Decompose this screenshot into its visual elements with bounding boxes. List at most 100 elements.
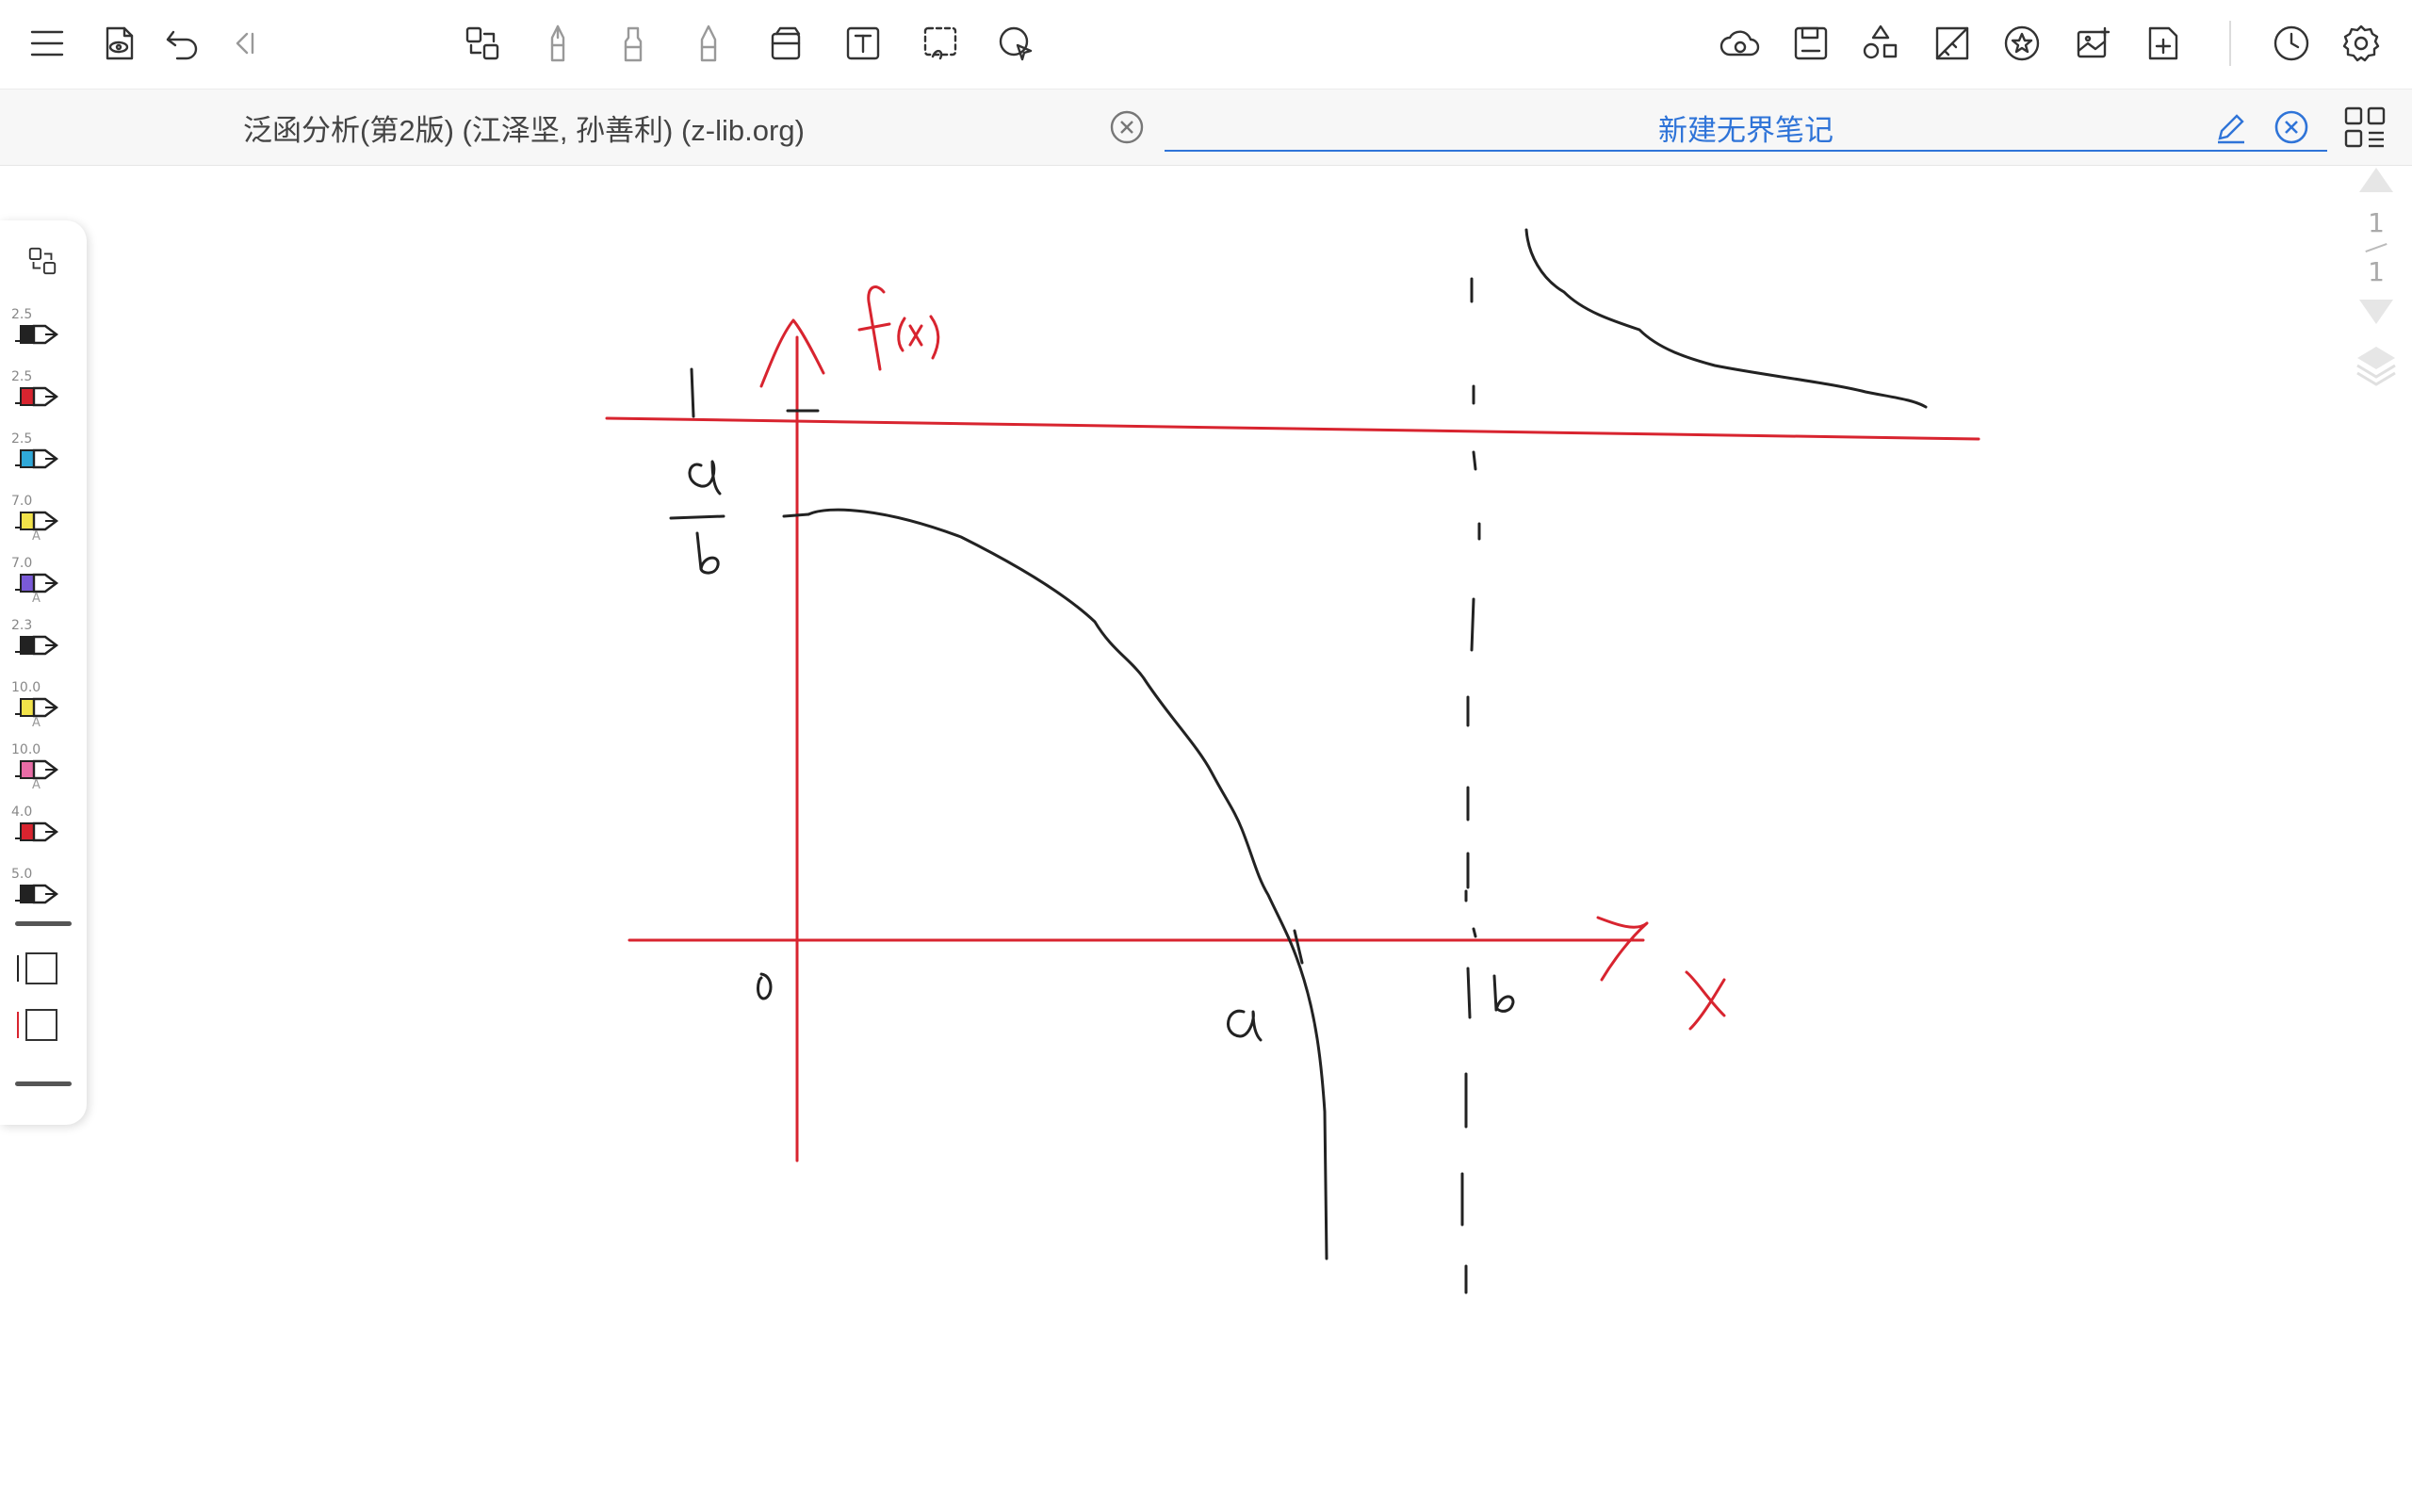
rectangle-tool-red[interactable] [15,1006,62,1044]
pen-icon [15,573,58,593]
pen-size-label: 2.3 [11,618,33,633]
collapse-left-icon[interactable] [222,21,268,66]
ruler-icon[interactable] [1930,21,1975,66]
fountain-pen-icon[interactable] [535,21,580,66]
preview-icon[interactable] [96,21,141,66]
tab-pdf-document[interactable]: 泛函分析(第2版) (江泽坚, 孙善利) (z-lib.org) [0,89,1159,165]
menu-icon[interactable] [24,21,70,66]
origin-zero [757,972,773,1000]
select-icon[interactable] [460,21,505,66]
divider [15,1081,72,1086]
pen-tag: A [32,778,41,792]
y-axis-arrow [759,318,825,388]
pen-icon [15,821,58,842]
paren-open [897,317,906,352]
highlighter-icon[interactable] [611,21,656,66]
tab-new-note[interactable]: 新建无界笔记 [1165,89,2327,165]
pen-preset[interactable]: 2.3 [9,618,77,671]
pen-preset[interactable]: 4.0 [9,805,77,857]
digit-one [690,367,695,418]
pen-size-label: 7.0 [11,556,33,571]
rectangle-tool-black[interactable] [15,950,62,987]
asymptote-dashes [1460,277,1481,1294]
add-page-icon[interactable] [2141,21,2186,66]
handwriting-layer [605,228,1980,1294]
paren-close [929,315,940,360]
cloud-sync-icon[interactable] [1717,21,1762,66]
insert-image-icon[interactable] [2071,21,2116,66]
frac-bar [669,514,725,520]
pen-size-label: 7.0 [11,494,33,509]
current-page: 1 [2368,207,2385,238]
pen-icon [15,635,58,656]
pen-tag: A [32,716,41,730]
pen-icon [15,324,58,345]
close-tab-icon[interactable] [2273,108,2310,146]
top-toolbar [0,0,2412,89]
pen-preset[interactable]: 2.5 [9,369,77,422]
pen-size-label: 2.5 [11,307,33,322]
tab-bar: 泛函分析(第2版) (江泽坚, 孙善利) (z-lib.org) 新建无界笔记 [0,89,2412,166]
pen-icon [15,759,58,780]
toolbar-divider [2229,21,2231,66]
pen-icon [15,386,58,407]
pen-icon [15,448,58,469]
pencil-icon[interactable] [686,21,731,66]
favorite-icon[interactable] [1999,21,2045,66]
frac-a [688,460,722,496]
note-canvas[interactable] [87,164,2348,1507]
select-icon[interactable] [26,245,60,279]
y-tick-ab [782,512,810,518]
x-small [908,324,923,347]
pen-size-label: 5.0 [11,867,33,882]
x-axis-arrow [1596,916,1649,982]
x-axis-letter [1685,970,1726,1031]
page-down-icon[interactable] [2357,298,2395,331]
shapes-icon[interactable] [1858,21,1903,66]
lasso-icon[interactable] [918,21,963,66]
b-label [1492,974,1515,1013]
eraser-icon[interactable] [763,21,808,66]
pen-preset[interactable]: 2.5 [9,307,77,360]
tab-title: 新建无界笔记 [1658,113,1833,147]
pen-size-label: 2.5 [11,431,33,447]
pen-icon [15,884,58,904]
settings-icon[interactable] [2339,21,2384,66]
pen-tag: A [32,592,41,606]
text-box-icon[interactable] [840,21,886,66]
history-icon[interactable] [2269,21,2314,66]
pen-icon [15,511,58,531]
pointer-icon[interactable] [993,21,1038,66]
pen-size-label: 2.5 [11,369,33,384]
total-pages: 1 [2368,256,2385,287]
undo-icon[interactable] [160,21,205,66]
curve-right-branch [1524,228,1928,409]
close-tab-icon[interactable] [1108,108,1146,146]
pen-preset[interactable]: 2.5 [9,431,77,484]
pen-tag: A [32,529,41,544]
pen-size-label: 10.0 [11,742,41,757]
horizontal-line-y1 [605,416,1980,441]
pen-icon [15,697,58,718]
pen-size-label: 10.0 [11,680,41,695]
active-tab-indicator [1165,150,2327,152]
pen-size-label: 4.0 [11,805,33,820]
save-icon[interactable] [1788,21,1833,66]
x-tick-a [1293,929,1304,965]
rename-tab-icon[interactable] [2212,108,2250,146]
page-up-icon[interactable] [2357,166,2395,199]
tab-overview-icon[interactable] [2342,105,2388,150]
layers-icon[interactable] [2355,341,2397,393]
pen-preset[interactable]: 5.0 [9,867,77,919]
curve-left-branch [807,508,1328,1260]
f-letter [857,285,891,371]
divider [15,921,72,926]
page-indicator: 1 1 [2355,166,2397,401]
a-label [1227,1009,1263,1042]
tab-title: 泛函分析(第2版) (江泽坚, 孙善利) (z-lib.org) [243,113,805,147]
